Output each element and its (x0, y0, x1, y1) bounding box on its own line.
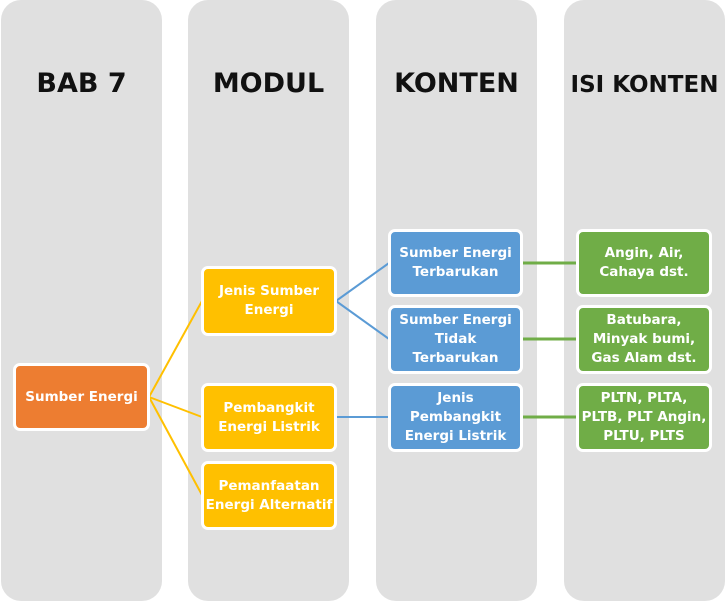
node-jenis-pembangkit-energi-listrik[interactable]: Jenis Pembangkit Energi Listrik (388, 383, 523, 452)
column-title-konten: KONTEN (394, 68, 519, 99)
node-sumber-energi[interactable]: Sumber Energi (13, 363, 150, 431)
column-konten: KONTEN (376, 0, 537, 601)
edge-bab-modul-pembangkit (148, 396, 203, 418)
edge-bab-modul-jenis (148, 300, 203, 398)
node-jenis-sumber-energi[interactable]: Jenis Sumber Energi (201, 266, 337, 336)
node-pembangkit-energi-listrik[interactable]: Pembangkit Energi Listrik (201, 383, 337, 452)
node-isi-terbarukan[interactable]: Angin, Air, Cahaya dst. (576, 229, 712, 297)
node-isi-pembangkit[interactable]: PLTN, PLTA, PLTB, PLT Angin, PLTU, PLTS (576, 383, 712, 452)
edge-jenis-terbarukan (335, 262, 390, 302)
column-title-modul: MODUL (212, 68, 325, 99)
node-sumber-energi-tidak-terbarukan[interactable]: Sumber Energi Tidak Terbarukan (388, 305, 523, 374)
node-pemanfaatan-energi-alternatif[interactable]: Pemanfaatan Energi Alternatif (201, 461, 337, 530)
column-title-bab: BAB 7 (36, 68, 127, 99)
column-isi-konten: ISI KONTEN (564, 0, 725, 601)
column-title-isi-konten: ISI KONTEN (570, 72, 719, 98)
node-sumber-energi-terbarukan[interactable]: Sumber Energi Terbarukan (388, 229, 523, 297)
column-bab: BAB 7 (1, 0, 162, 601)
edge-jenis-tidak-terbarukan (335, 300, 390, 340)
node-isi-tidak-terbarukan[interactable]: Batubara, Minyak bumi, Gas Alam dst. (576, 305, 712, 374)
edge-bab-modul-pemanfaatan (148, 396, 203, 496)
